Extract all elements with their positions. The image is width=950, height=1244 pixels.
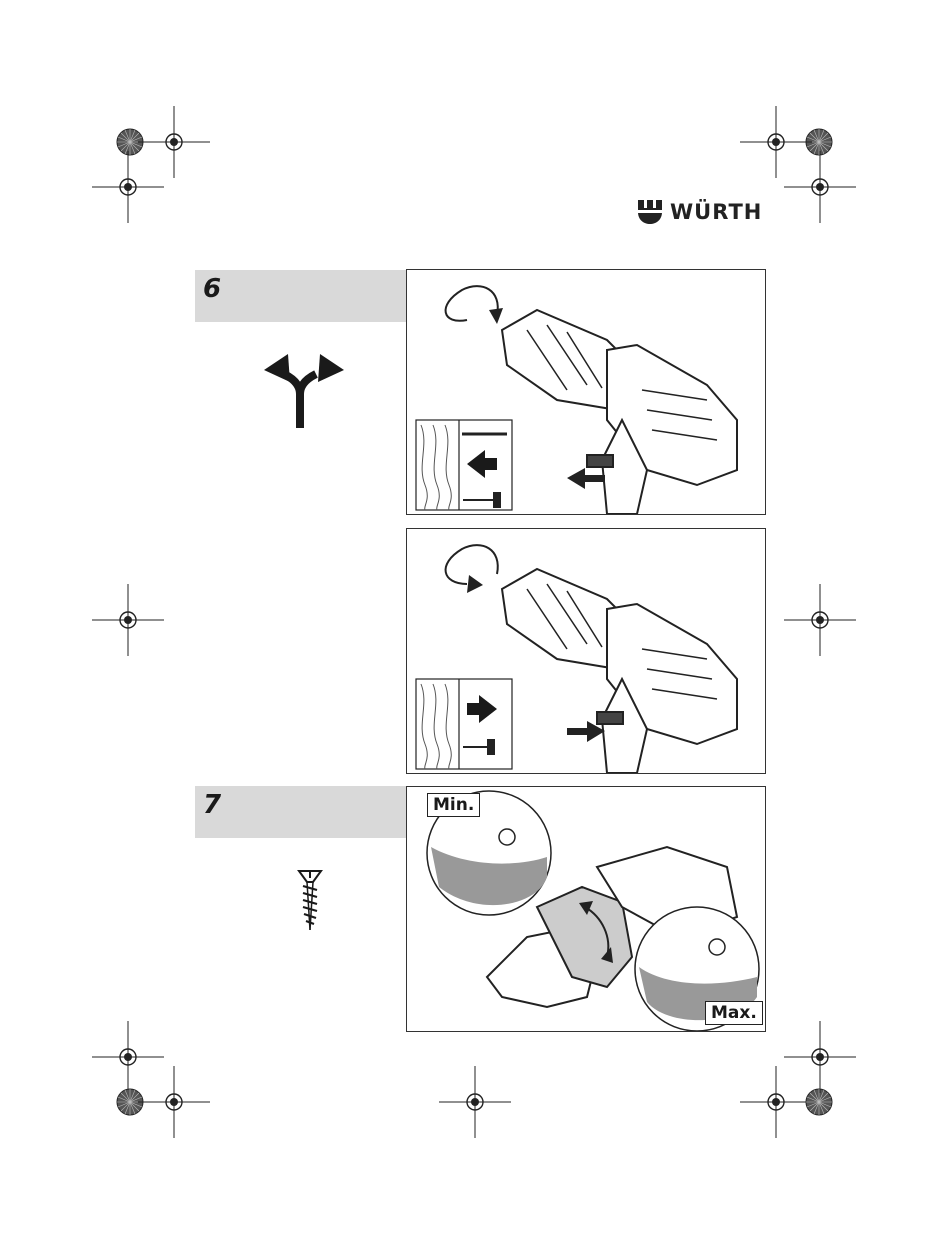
torque-setting-panel: Min. Max.	[406, 786, 766, 1032]
wurth-emblem-icon	[636, 198, 664, 226]
step-number: 6	[203, 274, 221, 304]
step-6-header: 6	[195, 270, 406, 322]
fork-arrow-icon	[262, 350, 346, 430]
screw-icon	[297, 868, 323, 932]
drill-illustration	[407, 270, 765, 514]
drill-illustration	[407, 529, 765, 773]
step-number: 7	[203, 790, 221, 820]
brand-name: WÜRTH	[670, 200, 762, 224]
drill-forward-panel	[406, 528, 766, 774]
min-torque-label: Min.	[427, 793, 480, 817]
wurth-logo: WÜRTH	[636, 197, 766, 227]
drill-reverse-panel	[406, 269, 766, 515]
torque-ring-illustration	[407, 787, 765, 1031]
step-7-header: 7	[195, 786, 406, 838]
max-torque-label: Max.	[705, 1001, 763, 1025]
